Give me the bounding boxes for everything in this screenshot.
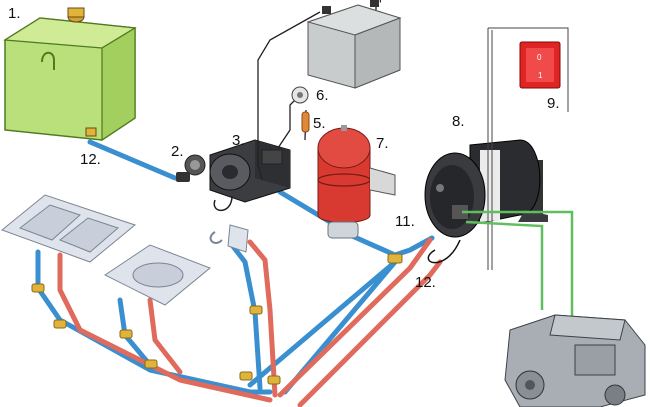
pump-label: 3. [232, 132, 245, 149]
pressure-switch-icon [291, 86, 309, 104]
battery-icon [306, 0, 402, 89]
switch-on-label: 1 [538, 71, 543, 80]
strainer-icon [176, 154, 206, 182]
switch-off-label: 0 [537, 53, 542, 62]
heater-valve-label: 11. [395, 213, 415, 230]
tank-valve-label: 12. [80, 151, 101, 168]
heater-outlet-valve-label: 12. [415, 274, 436, 291]
main-switch-label: 9. [547, 95, 560, 112]
engine-icon [504, 314, 646, 407]
fuse-label: 5. [313, 115, 326, 132]
accumulator-icon [317, 125, 396, 239]
pressure-switch-label: 6. [316, 87, 329, 104]
battery-plus-label: + [376, 0, 385, 8]
water-pump-icon [209, 139, 291, 212]
hot-water-pipes [57, 237, 443, 407]
water-heater-icon [424, 139, 548, 264]
basin-sink-icon [104, 244, 211, 306]
strainer-label: 2. [171, 143, 184, 160]
rocker-switch-icon: 0 1 [487, 27, 569, 270]
double-sink-icon [1, 194, 137, 263]
water-tank-icon [3, 7, 137, 142]
accumulator-label: 7. [376, 135, 389, 152]
engine-coolant-loop [462, 210, 574, 332]
tank-label: 1. [8, 5, 21, 22]
pipe-fittings [31, 253, 403, 385]
water-heater-label: 8. [452, 113, 465, 130]
shower-mixer-icon [209, 224, 249, 253]
fuse-icon [301, 111, 310, 133]
